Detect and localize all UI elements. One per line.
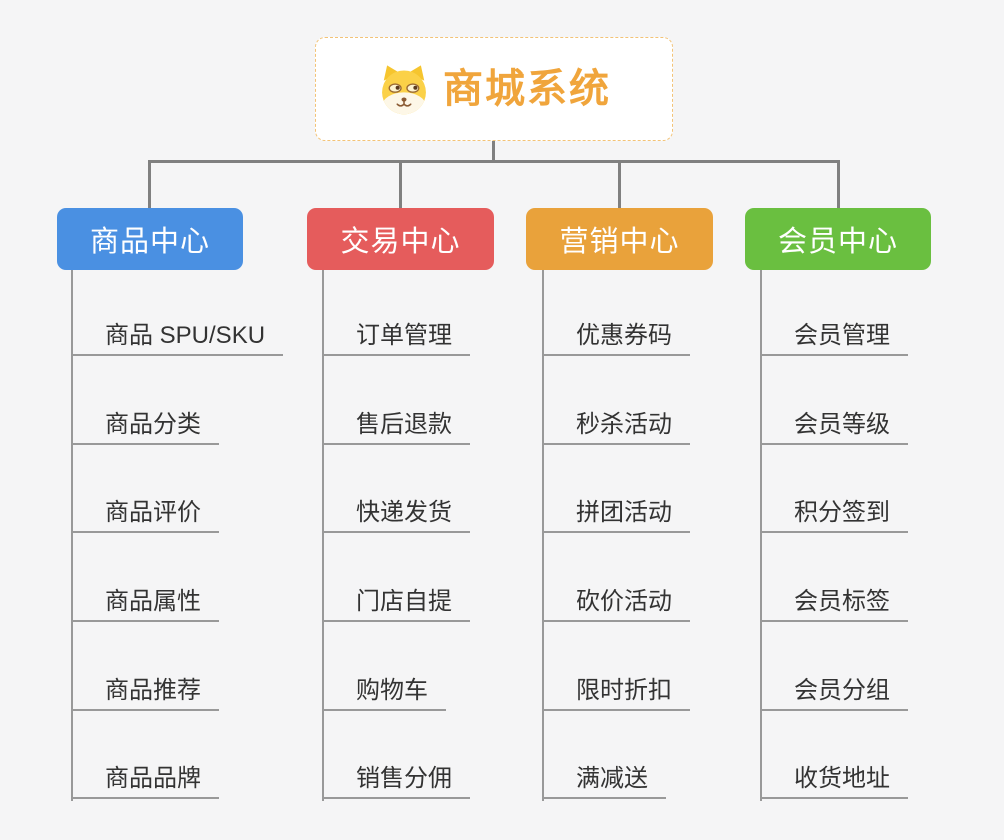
leaf-node[interactable]: 商品属性	[71, 580, 219, 622]
leaf-node[interactable]: 积分签到	[760, 491, 908, 533]
leaf-node[interactable]: 砍价活动	[542, 580, 690, 622]
leaf-node[interactable]: 会员分组	[760, 669, 908, 711]
shiba-dog-icon	[382, 65, 426, 115]
leaf-node[interactable]: 门店自提	[322, 580, 470, 622]
leaf-node[interactable]: 会员等级	[760, 403, 908, 445]
leaf-node[interactable]: 商品分类	[71, 403, 219, 445]
leaf-node[interactable]: 秒杀活动	[542, 403, 690, 445]
leaf-node[interactable]: 商品 SPU/SKU	[71, 314, 284, 356]
leaf-node[interactable]: 商品品牌	[71, 757, 219, 799]
branch-node-product-center[interactable]: 商品中心	[57, 208, 243, 270]
root-node[interactable]: 商城系统	[315, 37, 673, 141]
leaf-node[interactable]: 收货地址	[760, 757, 908, 799]
branch-stem-line-3	[542, 270, 544, 801]
leaf-node[interactable]: 优惠券码	[542, 314, 690, 356]
leaf-node[interactable]: 售后退款	[322, 403, 470, 445]
leaf-node[interactable]: 拼团活动	[542, 491, 690, 533]
leaf-node[interactable]: 商品评价	[71, 491, 219, 533]
leaf-node[interactable]: 快递发货	[322, 491, 470, 533]
root-node-title: 商城系统	[443, 67, 611, 111]
leaf-node[interactable]: 限时折扣	[542, 669, 690, 711]
branch-node-marketing-center[interactable]: 营销中心	[526, 208, 713, 270]
branch-stem-line-2	[322, 270, 324, 801]
connector-root-vertical	[492, 141, 495, 162]
branch-node-trade-center[interactable]: 交易中心	[307, 208, 494, 270]
leaf-node[interactable]: 会员标签	[760, 580, 908, 622]
branch-stem-line-4	[760, 270, 762, 801]
leaf-node[interactable]: 订单管理	[322, 314, 470, 356]
leaf-node[interactable]: 购物车	[322, 669, 446, 711]
connector-drop-branch-4	[837, 160, 840, 210]
branch-node-member-center[interactable]: 会员中心	[745, 208, 931, 270]
connector-bus-horizontal	[148, 160, 840, 163]
leaf-node[interactable]: 销售分佣	[322, 757, 470, 799]
leaf-node[interactable]: 满减送	[542, 757, 666, 799]
branch-stem-line-1	[71, 270, 73, 801]
leaf-node[interactable]: 会员管理	[760, 314, 908, 356]
connector-drop-branch-2	[399, 160, 402, 210]
connector-drop-branch-3	[618, 160, 621, 210]
connector-drop-branch-1	[148, 160, 151, 210]
leaf-node[interactable]: 商品推荐	[71, 669, 219, 711]
